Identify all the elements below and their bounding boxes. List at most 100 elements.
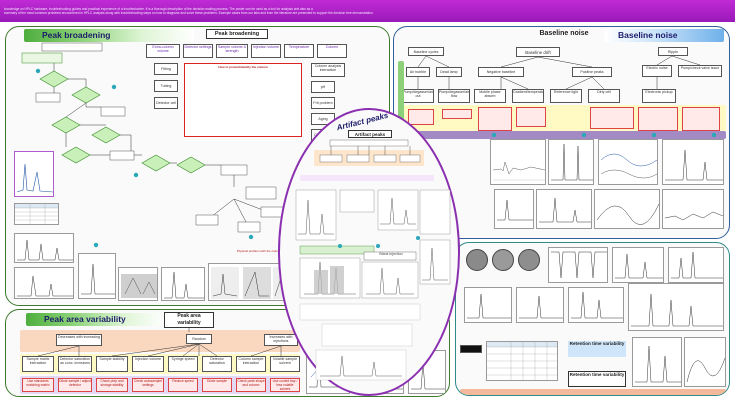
rt-chart-2 [612, 247, 664, 283]
pa-fix-1: Use standards matching matrix [22, 378, 54, 392]
bn-fix-4 [516, 107, 546, 127]
peak-broadening-title: Peak broadening [24, 29, 194, 42]
pa-top-decreases: Decreases with increasing [56, 334, 102, 346]
bn-negative-baseline: Negative baseline [478, 67, 524, 77]
rt-header-1: Retention time variability [568, 341, 626, 357]
pb-table [14, 203, 59, 225]
bn-fix-2 [442, 109, 472, 119]
bn-air-bubble: Air bubble [406, 67, 430, 77]
sub-frit: Frit problem [311, 97, 335, 109]
rt-chart-8 [632, 337, 682, 387]
bn-fix-1 [408, 109, 434, 125]
peak-area-title: Peak area variability [26, 313, 166, 326]
bn-electric-noise: Electric noise [642, 65, 672, 77]
pa-row-6: Detector saturation [202, 356, 232, 372]
rt-circle-1 [466, 249, 488, 271]
rt-chart-6 [568, 287, 624, 323]
sub-tubing: Tubing [154, 80, 178, 92]
pa-fix-4: Check autosampler settings [132, 378, 164, 392]
cause-detector: Detector settings [183, 44, 213, 58]
pa-fix-3: Check prep and storage stability [96, 378, 128, 392]
bn-chart-2 [548, 139, 594, 185]
baseline-ripple: Ripple [658, 47, 688, 56]
bn-chart-5 [494, 189, 534, 229]
pb-chart-1 [14, 151, 54, 197]
pb-chart-2 [14, 233, 74, 263]
rt-chart-1 [548, 247, 608, 283]
cause-injection: Injection volume [251, 44, 281, 58]
pa-fix-6: Dilute sample [202, 378, 232, 392]
baseline-header: Baseline noise [539, 30, 589, 37]
pa-row-4: Injection volume [132, 356, 164, 372]
cause-extra-column: Extra-column volume [146, 44, 180, 58]
sub-ph: pH [311, 81, 335, 93]
baseline-drift: Baseline drift [516, 47, 560, 57]
bn-pump-check: Pump/check valve issue [678, 65, 722, 77]
pa-row-2: Detector saturation as conc. increases [58, 356, 92, 372]
bn-positive-peaks: Positive peaks [572, 67, 612, 77]
rt-circle-2 [492, 249, 514, 271]
artifact-peaks-header: Artifact peaks [348, 130, 392, 138]
rt-chart-4 [464, 287, 512, 323]
bn-chart-6 [536, 189, 592, 229]
rt-chart-9 [684, 337, 726, 387]
pb-chart-4 [78, 253, 116, 299]
header-band: knowledge on HPLC hardware, troubleshoot… [0, 0, 735, 22]
cause-column: Column [317, 44, 347, 58]
pa-top-random: Random [186, 334, 212, 344]
pa-row-1: Sample matrix interaction [22, 356, 54, 372]
rt-chart-3 [668, 247, 724, 283]
pa-fix-8: Use cooled tray / less volatile solvent [270, 378, 300, 392]
rt-chart-5 [516, 287, 564, 323]
pa-row-8: Volatile sample solvent [270, 356, 300, 372]
artifact-blank-label: Blank injection [379, 252, 403, 256]
baseline-noise-title: Baseline noise [604, 29, 724, 42]
bn-fix-7 [682, 107, 720, 131]
intro-line-2: summary of the most common problems enco… [4, 11, 374, 15]
rt-chart-7 [628, 283, 724, 331]
bn-cause-6: Dirty cell [588, 89, 620, 103]
bn-fix-3 [478, 107, 512, 131]
rt-header-2: Retention time variability [568, 371, 626, 387]
bn-chart-4 [662, 139, 724, 185]
bn-fix-6 [638, 107, 678, 131]
bn-band-green [398, 61, 404, 139]
pa-fix-5: Reduce speed [168, 378, 198, 392]
bn-chart-1 [490, 139, 546, 185]
pa-row-3: Sample stability [96, 356, 128, 372]
pb-chart-6 [161, 267, 205, 301]
bn-chart-3 [598, 139, 658, 185]
rt-pink-band [460, 389, 726, 395]
bn-chart-7 [594, 189, 660, 229]
sub-column-analysis: Column analysis interaction [311, 63, 345, 77]
bn-cause-2: Pump/degasser/air flow [438, 89, 470, 103]
pb-bottom-note: Physical problem with the column [236, 249, 282, 253]
sub-fitting: Fitting [154, 63, 178, 75]
pa-connectors [37, 328, 282, 357]
pb-chart-3 [14, 267, 74, 299]
checklist-title: How to protect/identify the column [218, 65, 268, 69]
peak-broadening-header: Peak broadening [206, 29, 268, 39]
bn-fix-5 [590, 107, 634, 129]
pb-chart-5 [118, 267, 158, 301]
rt-table [486, 341, 558, 381]
pa-row-7: Column sample interaction [236, 356, 266, 372]
bn-band-purple [398, 131, 726, 139]
pa-fix-7: Check peak shape and column [236, 378, 266, 392]
pa-row-5: Syringe speed [168, 356, 198, 372]
retention-panel: Retention time variability Retention tim… [455, 242, 730, 396]
cause-sample: Sample volume & strength [216, 44, 248, 58]
intro-text: knowledge on HPLC hardware, troubleshoot… [4, 7, 474, 15]
peak-broadening-tree [21, 42, 319, 252]
sub-detector-cell: Detector cell [154, 97, 178, 109]
rt-circle-3 [518, 249, 540, 271]
bn-cause-5: Reference light [550, 89, 582, 103]
pa-fix-2: Dilute sample / adjust detector [58, 378, 92, 392]
bn-chart-8 [662, 189, 724, 229]
baseline-cycles: Baseline cycles [408, 47, 444, 56]
cause-temperature: Temperature [284, 44, 314, 58]
bn-dead-lamp: Dead lamp [436, 67, 462, 77]
column-checklist: How to protect/identify the column [184, 63, 302, 137]
bn-cause-3: Mobile phase absorb [474, 89, 506, 103]
